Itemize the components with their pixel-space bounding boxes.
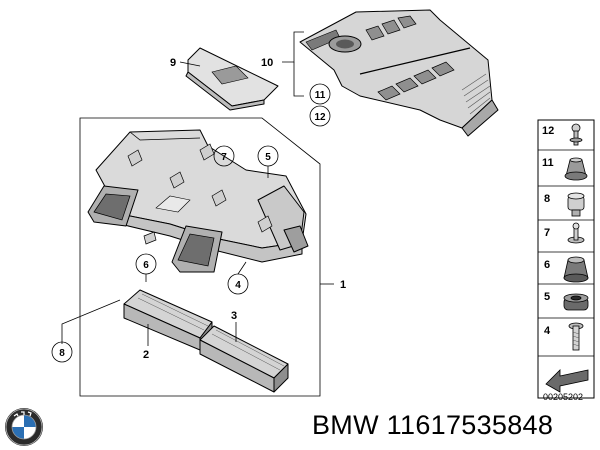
callout-12: 12: [314, 112, 326, 123]
part-6-grommet: [563, 256, 589, 283]
callout-4: 4: [235, 280, 241, 291]
callout-9: 9: [170, 57, 176, 69]
callout-10: 10: [261, 57, 273, 69]
callout-11: 11: [315, 90, 326, 101]
callout-12-circle: [309, 105, 331, 127]
part-12-pin: [569, 123, 583, 146]
part-2-filter-element: [123, 289, 213, 351]
callout-3: 3: [231, 310, 237, 322]
part-1-intake-housing: [87, 129, 309, 273]
callout-7: 7: [221, 152, 227, 163]
callout-2: 2: [143, 349, 149, 361]
legend-label-12: 12: [542, 125, 554, 137]
diagram-code: 00205202: [543, 392, 583, 402]
callout-5: 5: [265, 152, 271, 163]
part-number-caption: BMW 11617535848: [312, 410, 554, 440]
small-parts-legend: 12 11 8 7 6 5 4: [537, 119, 595, 399]
callout-8: 8: [59, 348, 65, 359]
legend-label-7: 7: [544, 227, 550, 239]
part-4-bolt: [568, 322, 584, 351]
direction-arrow-icon: [545, 369, 589, 393]
callout-8-circle: [51, 341, 73, 363]
part-10-engine-cover: [299, 9, 499, 137]
part-9-plate: [185, 47, 279, 111]
legend-label-4: 4: [544, 325, 551, 337]
callout-11-circle: [309, 83, 331, 105]
bmw-logo-icon: [5, 408, 43, 446]
legend-label-8: 8: [544, 193, 550, 205]
part-7-screw: [567, 222, 585, 244]
part-8-bushing: [567, 192, 585, 217]
legend-label-11: 11: [542, 157, 554, 169]
part-3-filter-element: [199, 325, 289, 393]
legend-label-5: 5: [544, 291, 550, 303]
legend-label-6: 6: [544, 259, 550, 271]
assembly-frame: [79, 117, 321, 397]
callout-1: 1: [340, 279, 346, 291]
part-11-grommet: [564, 157, 588, 181]
callout-7-circle: [213, 145, 235, 167]
callout-6: 6: [143, 260, 149, 271]
part-5-mount: [563, 293, 589, 311]
